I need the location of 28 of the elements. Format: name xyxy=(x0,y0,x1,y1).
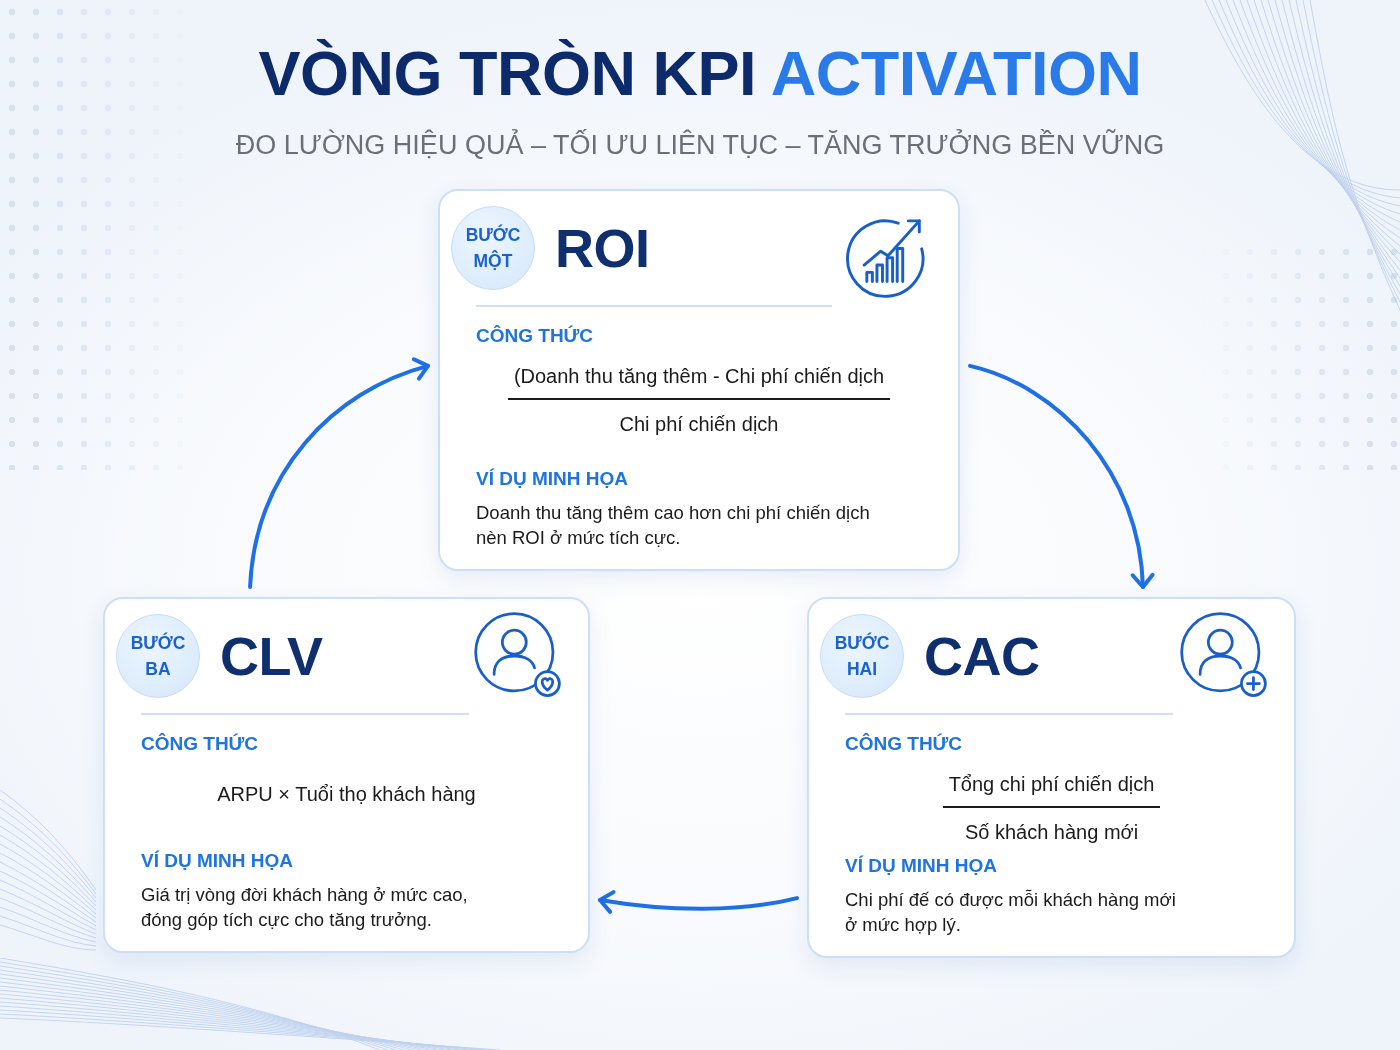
page-title: VÒNG TRÒN KPI ACTIVATION xyxy=(257,37,1143,110)
kpi-card xyxy=(438,189,960,571)
example-text: Giá trị vòng đời khách hàng ở mức cao, đóng góp tích cực cho tăng trưởng. xyxy=(141,883,469,932)
step-label: BƯỚC BA xyxy=(129,631,187,681)
cycle-arrow xyxy=(968,363,1154,589)
step-label: BƯỚC HAI xyxy=(833,631,891,681)
step-label: BƯỚC MỘT xyxy=(464,223,522,273)
example-text: Chi phí đế có được mỗi khách hàng mới ở mức hợp lý. xyxy=(845,888,1177,937)
subtitle: ĐO LƯỜNG HIỆU QUẢ – TỐI ƯU LIÊN TỤC – TĂNG TRƯỞNG BỀN VỮNG xyxy=(235,128,1165,162)
cycle-arrow xyxy=(248,357,430,589)
section-heading: VÍ DỤ MINH HỌA xyxy=(476,467,628,491)
formula-numerator: Tổng chi phí chiến dịch xyxy=(948,772,1155,797)
section-heading: VÍ DỤ MINH HỌA xyxy=(141,849,293,873)
section-heading: CÔNG THỨC xyxy=(845,732,963,756)
formula-text: ARPU × Tuổi thọ khách hàng xyxy=(217,782,476,807)
kpi-title: CAC xyxy=(924,625,1040,687)
formula-denominator: Số khách hàng mới xyxy=(964,820,1139,845)
kpi-title: ROI xyxy=(555,217,650,279)
section-heading: CÔNG THỨC xyxy=(476,324,594,348)
kpi-card xyxy=(807,597,1296,958)
section-heading: CÔNG THỨC xyxy=(141,732,259,756)
section-heading: VÍ DỤ MINH HỌA xyxy=(845,854,997,878)
kpi-card xyxy=(103,597,590,953)
formula-denominator: Chi phí chiến dịch xyxy=(619,412,779,437)
kpi-title: CLV xyxy=(220,625,323,687)
cycle-arrow xyxy=(598,889,799,914)
example-text: Doanh thu tăng thêm cao hơn chi phí chiến dịch nèn ROI ở mức tích cực. xyxy=(476,501,871,550)
formula-numerator: (Doanh thu tăng thêm - Chi phí chiến dịch xyxy=(513,364,885,389)
